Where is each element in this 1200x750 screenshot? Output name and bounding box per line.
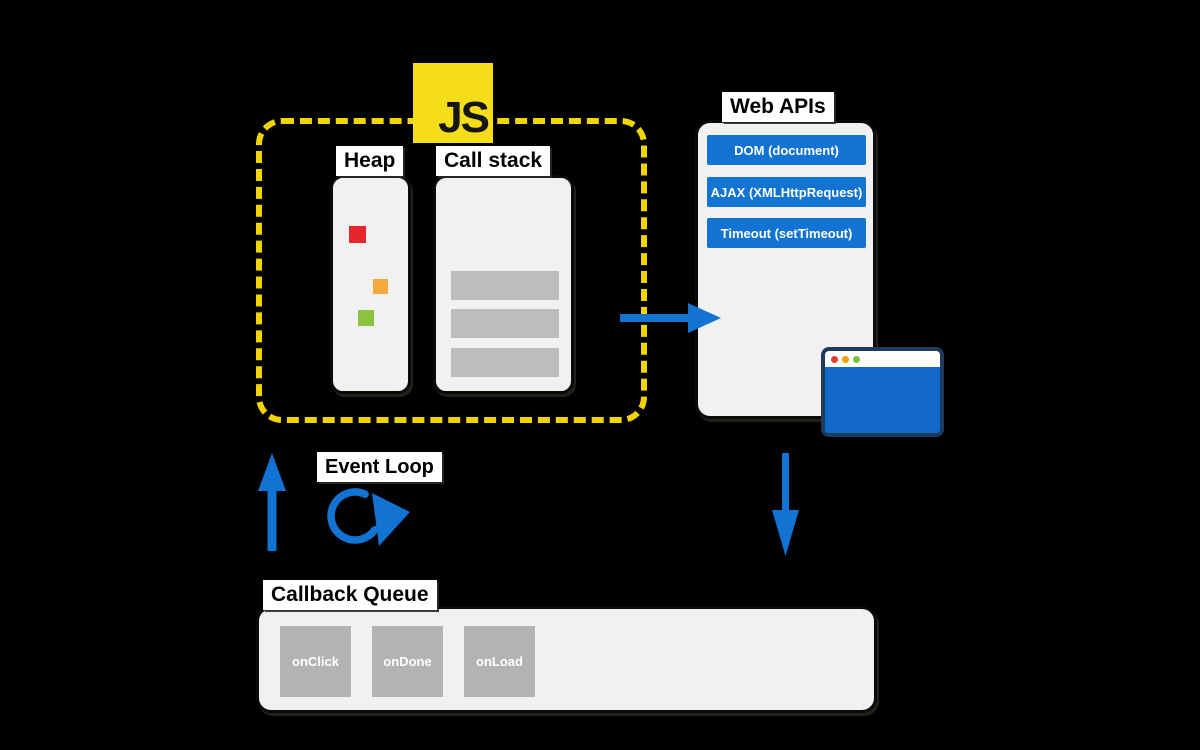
up-arrow-icon [258, 453, 286, 551]
event-loop-cycle-icon [327, 488, 410, 546]
call-stack-box [433, 175, 574, 394]
heap-object-orange [373, 279, 388, 294]
api-timeout: Timeout (setTimeout) [707, 218, 866, 248]
callback-onclick: onClick [280, 626, 351, 697]
api-dom: DOM (document) [707, 135, 866, 165]
heap-box [330, 175, 411, 394]
down-arrow-icon [772, 453, 799, 556]
call-stack-label: Call stack [436, 146, 551, 176]
heap-label: Heap [336, 146, 404, 176]
stack-frame [451, 271, 559, 300]
web-apis-label: Web APIs [722, 92, 834, 122]
heap-object-green [358, 310, 374, 326]
heap-object-red [349, 226, 366, 243]
api-ajax: AJAX (XMLHttpRequest) [707, 177, 866, 207]
stack-frame [451, 348, 559, 377]
callback-onload: onLoad [464, 626, 535, 697]
event-loop-label: Event Loop [317, 452, 442, 482]
callback-queue-label: Callback Queue [263, 580, 437, 610]
callback-queue-box: onClick onDone onLoad [256, 606, 877, 713]
js-logo-icon: JS [413, 63, 493, 143]
browser-dot-orange [842, 355, 849, 363]
callback-ondone: onDone [372, 626, 443, 697]
browser-dot-red [831, 355, 838, 363]
browser-viewport [825, 367, 940, 433]
browser-titlebar [825, 351, 940, 367]
stack-frame [451, 309, 559, 338]
browser-window-icon [821, 347, 944, 437]
right-arrow-icon [620, 303, 721, 333]
browser-dot-green [853, 355, 860, 363]
